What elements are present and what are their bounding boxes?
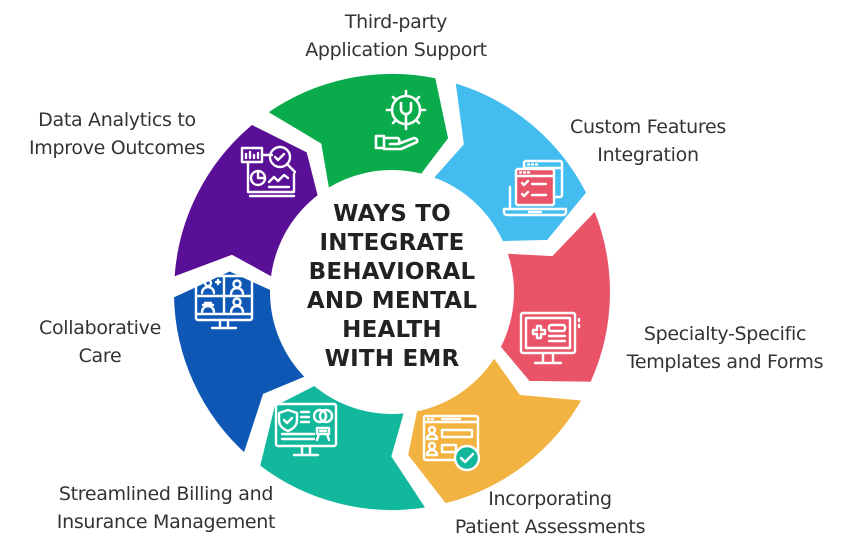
label-line: Application Support [305, 39, 487, 61]
gear-wrench-hand-icon [374, 89, 427, 151]
label-collaborative-care: Collaborative Care [20, 314, 180, 370]
label-line: Custom Features [569, 116, 727, 138]
center-title-line: HEALTH [342, 317, 442, 343]
center-title-line: AND MENTAL [306, 288, 478, 314]
laptop-checklist-icon [502, 159, 568, 217]
label-line: Improve Outcomes [29, 137, 205, 159]
label-line: Patient Assessments [454, 516, 646, 538]
monitor-medical-form-icon [519, 311, 581, 365]
center-circle [270, 170, 514, 414]
label-billing-insurance: Streamlined Billing and Insurance Manage… [24, 480, 308, 536]
label-line: Specialty-Specific [643, 323, 807, 345]
analytics-dashboard-magnifier-icon [240, 145, 297, 198]
label-line: Collaborative [39, 317, 161, 339]
label-line: Third-party [344, 11, 448, 33]
user-form-check-icon [422, 414, 481, 472]
label-specialty-templates: Specialty-Specific Templates and Forms [600, 320, 850, 376]
center-title-line: BEHAVIORAL [308, 259, 476, 285]
video-conference-monitor-icon [194, 274, 254, 330]
label-line: Integration [597, 144, 699, 166]
label-custom-features: Custom Features Integration [548, 113, 748, 169]
monitor-shield-billing-icon [274, 402, 338, 457]
center-title-line: WAYS TO [333, 201, 451, 227]
label-third-party: Third-party Application Support [276, 8, 516, 64]
label-line: Templates and Forms [626, 351, 824, 373]
label-data-analytics: Data Analytics to Improve Outcomes [6, 106, 228, 162]
label-line: Incorporating [488, 488, 612, 510]
label-line: Streamlined Billing and [58, 483, 274, 505]
label-line: Care [78, 345, 122, 367]
center-title: WAYS TO INTEGRATE BEHAVIORAL AND MENTAL … [292, 200, 492, 374]
label-line: Data Analytics to [38, 109, 196, 131]
center-title-line: INTEGRATE [319, 230, 465, 256]
center-title-line: WITH EMR [324, 346, 460, 372]
label-line: Insurance Management [56, 511, 276, 533]
label-patient-assessments: Incorporating Patient Assessments [430, 485, 670, 541]
